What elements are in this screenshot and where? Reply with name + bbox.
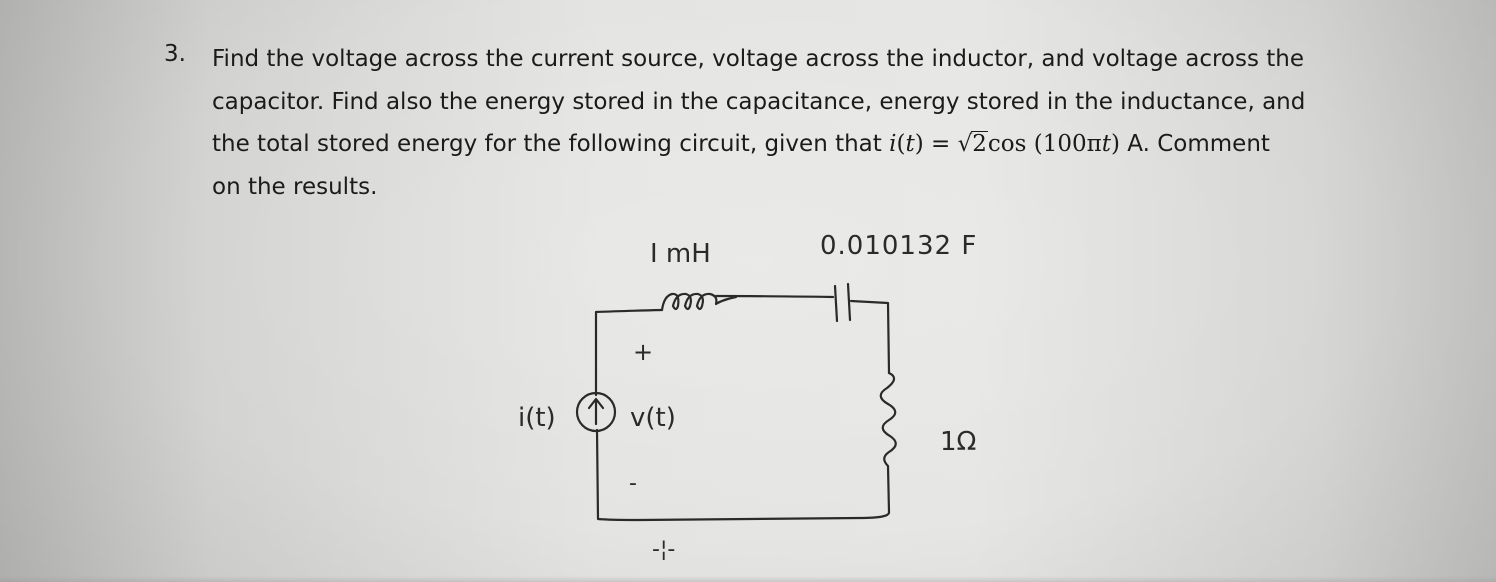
eq-equals: = <box>923 131 958 157</box>
problem-number: 3. <box>164 41 186 67</box>
eq-cos: cos (100π <box>987 131 1102 157</box>
source-label: i(t) <box>518 403 556 433</box>
problem-statement: Find the voltage across the current sour… <box>212 38 1412 208</box>
problem-line-3: the total stored energy for the followin… <box>212 123 1412 166</box>
resistor-label: 1Ω <box>940 427 976 457</box>
wire-top-left <box>594 308 664 397</box>
wire-ind-cap <box>714 294 835 299</box>
sqrt-symbol: √ <box>957 131 973 157</box>
bottom-edge <box>0 576 1496 582</box>
problem-line-4: on the results. <box>212 173 378 200</box>
problem-line-3-end: A. Comment <box>1119 131 1270 157</box>
eq-open: ( <box>896 131 906 157</box>
inductor-coil <box>660 292 738 312</box>
inductor-label: I mH <box>650 239 711 269</box>
problem-line-3-text: the total stored energy for the followin… <box>212 131 890 157</box>
eq-close2: ) <box>1110 131 1120 157</box>
resistor-zigzag <box>879 371 897 514</box>
eq-t: t <box>905 131 915 157</box>
eq-i: i <box>889 131 897 157</box>
current-source-circle <box>575 391 617 433</box>
wire-cap-right <box>849 299 891 375</box>
problem-line-1: Find the voltage across the current sour… <box>212 46 1305 72</box>
eq-t2: t <box>1101 131 1111 157</box>
capacitor-plate-left <box>833 284 839 323</box>
capacitor-label: 0.010132 F <box>820 231 977 261</box>
voltage-label: v(t) <box>630 403 676 433</box>
capacitor-plate-right <box>846 282 852 322</box>
plus-sign: + <box>633 338 653 366</box>
wire-bottom <box>595 428 891 522</box>
ground-mark: -¦- <box>652 537 675 562</box>
current-arrow <box>587 397 605 426</box>
problem-line-2: capacitor. Find also the energy stored i… <box>212 88 1306 115</box>
sqrt-radicand: 2 <box>971 131 988 157</box>
eq-close: ) <box>914 131 924 157</box>
current-equation: i(t) = √2cos (100πt) <box>889 131 1120 157</box>
minus-sign: - <box>629 471 637 496</box>
